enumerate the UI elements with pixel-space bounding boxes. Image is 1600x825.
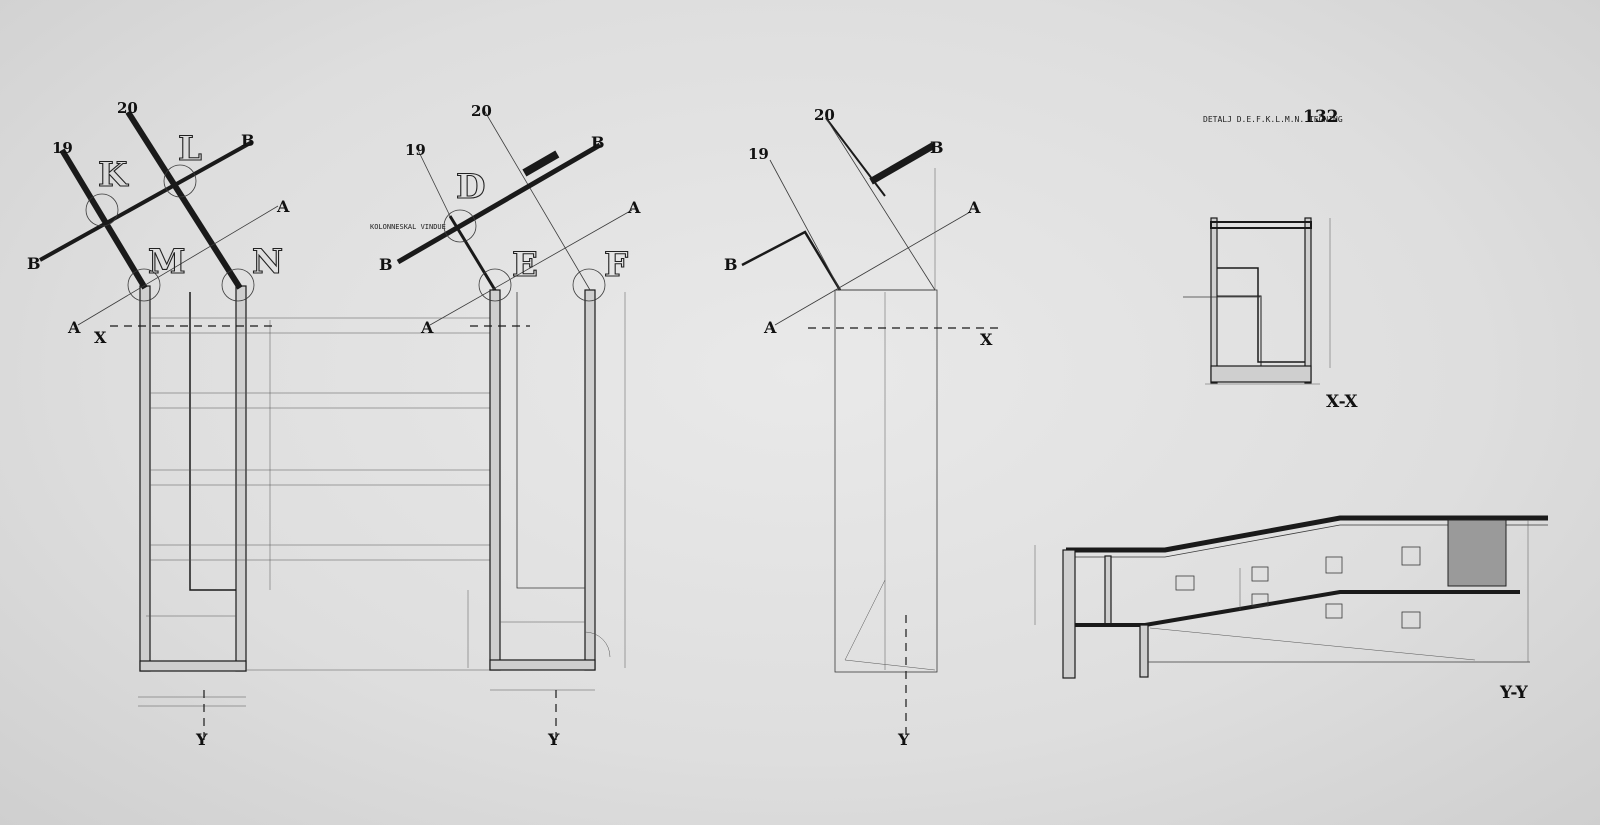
section-xx-title: X-X: [1326, 392, 1358, 412]
plan3-axis-20: [825, 117, 886, 197]
plan1-wall-bottom: [139, 660, 247, 672]
plan1-mark-b-right: B: [241, 131, 255, 150]
plan2-wall-bottom: [489, 659, 596, 671]
yy-wall-left: [1062, 549, 1076, 679]
section-xx: X-X: [1183, 217, 1358, 412]
yy-roof: [1066, 515, 1548, 553]
plan3-section-a-line: [774, 211, 971, 326]
plan3-mark-a-left: A: [763, 318, 777, 337]
yy-shaded-panel: [1447, 519, 1507, 587]
plan1-wall-right: [235, 285, 247, 672]
plan3-axis-19: [769, 159, 841, 291]
plan3-mark-b-left: B: [724, 255, 738, 274]
plan1-bubble-1: [85, 193, 119, 227]
plan2-door-swing: [584, 631, 611, 658]
plan3-diagonal: [844, 579, 886, 661]
section-yy-title: Y-Y: [1499, 683, 1529, 703]
plan3-mark-b-right: B: [930, 138, 944, 157]
xx-wall-left: [1210, 217, 1218, 384]
plan2-mark-a-right: A: [627, 198, 641, 217]
plan2-mark-y: Y: [547, 730, 560, 749]
plan-1: 19 20 K L M N B B A A X Y: [27, 99, 500, 749]
plan2-wall-left: [489, 289, 501, 671]
plan2-inner-line: [516, 292, 585, 589]
plan1-mark-x: X: [94, 328, 107, 347]
plan3-outline: [834, 289, 938, 673]
plan2-axis-19-ext: [417, 149, 451, 217]
plan3-mark-x: X: [980, 330, 993, 349]
plan2-section-a-line: [429, 209, 633, 326]
room-n: N: [252, 242, 283, 282]
plan1-mark-y: Y: [195, 730, 208, 749]
yy-floor-slab: [1075, 590, 1520, 627]
plan2-grid-19: 19: [405, 141, 426, 159]
plan1-axis-20: [125, 110, 243, 290]
xx-footing: [1210, 365, 1312, 383]
plan1-mark-b-left: B: [27, 254, 41, 273]
plan1-section-b-line: [39, 140, 253, 262]
plan3-grid-20: 20: [814, 106, 835, 124]
plan1-inner-wall: [189, 292, 236, 591]
plan3-mark-y: Y: [897, 730, 910, 749]
plan1-grid-20: 20: [117, 99, 138, 117]
room-m: M: [148, 242, 186, 282]
plan2-axis-20: [483, 109, 591, 291]
plan2-mark-b-right: B: [591, 133, 605, 152]
plan3-grid-19: 19: [748, 145, 769, 163]
plan1-grid-19: 19: [52, 139, 73, 157]
plan3-bottom-diag: [844, 659, 936, 671]
plan2-bubble-1: [443, 209, 477, 243]
yy-wall-mid: [1104, 555, 1112, 627]
plan2-mark-b-left: B: [379, 255, 393, 274]
plan1-wall-left: [139, 285, 151, 672]
xx-roof: [1210, 221, 1312, 229]
plan2-note: KOLONNESKAL VINDUE: [370, 223, 446, 231]
room-l: L: [178, 129, 202, 169]
xx-lower-block: [1216, 295, 1262, 367]
plan1-section-a-line: [77, 205, 279, 326]
plan1-bubble-2: [163, 164, 197, 198]
xx-inner-wall: [1217, 267, 1305, 363]
plan2-wall-right: [584, 289, 596, 671]
plan2-mark-a-left: A: [420, 318, 434, 337]
plan1-axis-19: [59, 148, 148, 290]
plan1-bubble-4: [221, 268, 255, 302]
yy-ramp-line: [1149, 627, 1476, 661]
plan2-section-b-line: [396, 142, 602, 265]
room-f: F: [604, 245, 628, 285]
title-text: DETALJ D.E.F.K.L.M.N. TEGNING: [1203, 115, 1343, 124]
plan3-mark-a-right: A: [967, 198, 981, 217]
plan3-axis-20-ext: [825, 117, 936, 291]
plan-3: 19 20 B B A A X Y: [724, 106, 1000, 749]
plan2-bubble-2: [478, 268, 512, 302]
plan3-wing-left: [741, 230, 842, 291]
yy-roof-inner: [1066, 524, 1548, 558]
title-block: DETALJ D.E.F.K.L.M.N. TEGNING 132: [1203, 107, 1343, 127]
section-yy: Y-Y: [1034, 515, 1548, 703]
plan1-window-bands: [150, 317, 500, 671]
plan1-mark-a-right: A: [276, 197, 290, 216]
drawing-number: 132: [1303, 107, 1339, 127]
plan2-bubble-3: [572, 268, 606, 302]
room-d: D: [456, 167, 485, 207]
plan2-grid-20: 20: [471, 102, 492, 120]
plan3-beam: [869, 142, 936, 185]
room-k: K: [98, 155, 129, 195]
yy-windows: [1175, 546, 1421, 629]
xx-wall-right: [1304, 217, 1312, 384]
yy-column: [1139, 624, 1149, 678]
room-e: E: [512, 245, 538, 285]
plan1-bubble-3: [127, 268, 161, 302]
plan1-mark-a-left: A: [67, 318, 81, 337]
plan2-beam: [522, 150, 560, 177]
plan-2: KOLONNESKAL VINDUE 19 20 D E F B B A A Y: [370, 102, 641, 749]
